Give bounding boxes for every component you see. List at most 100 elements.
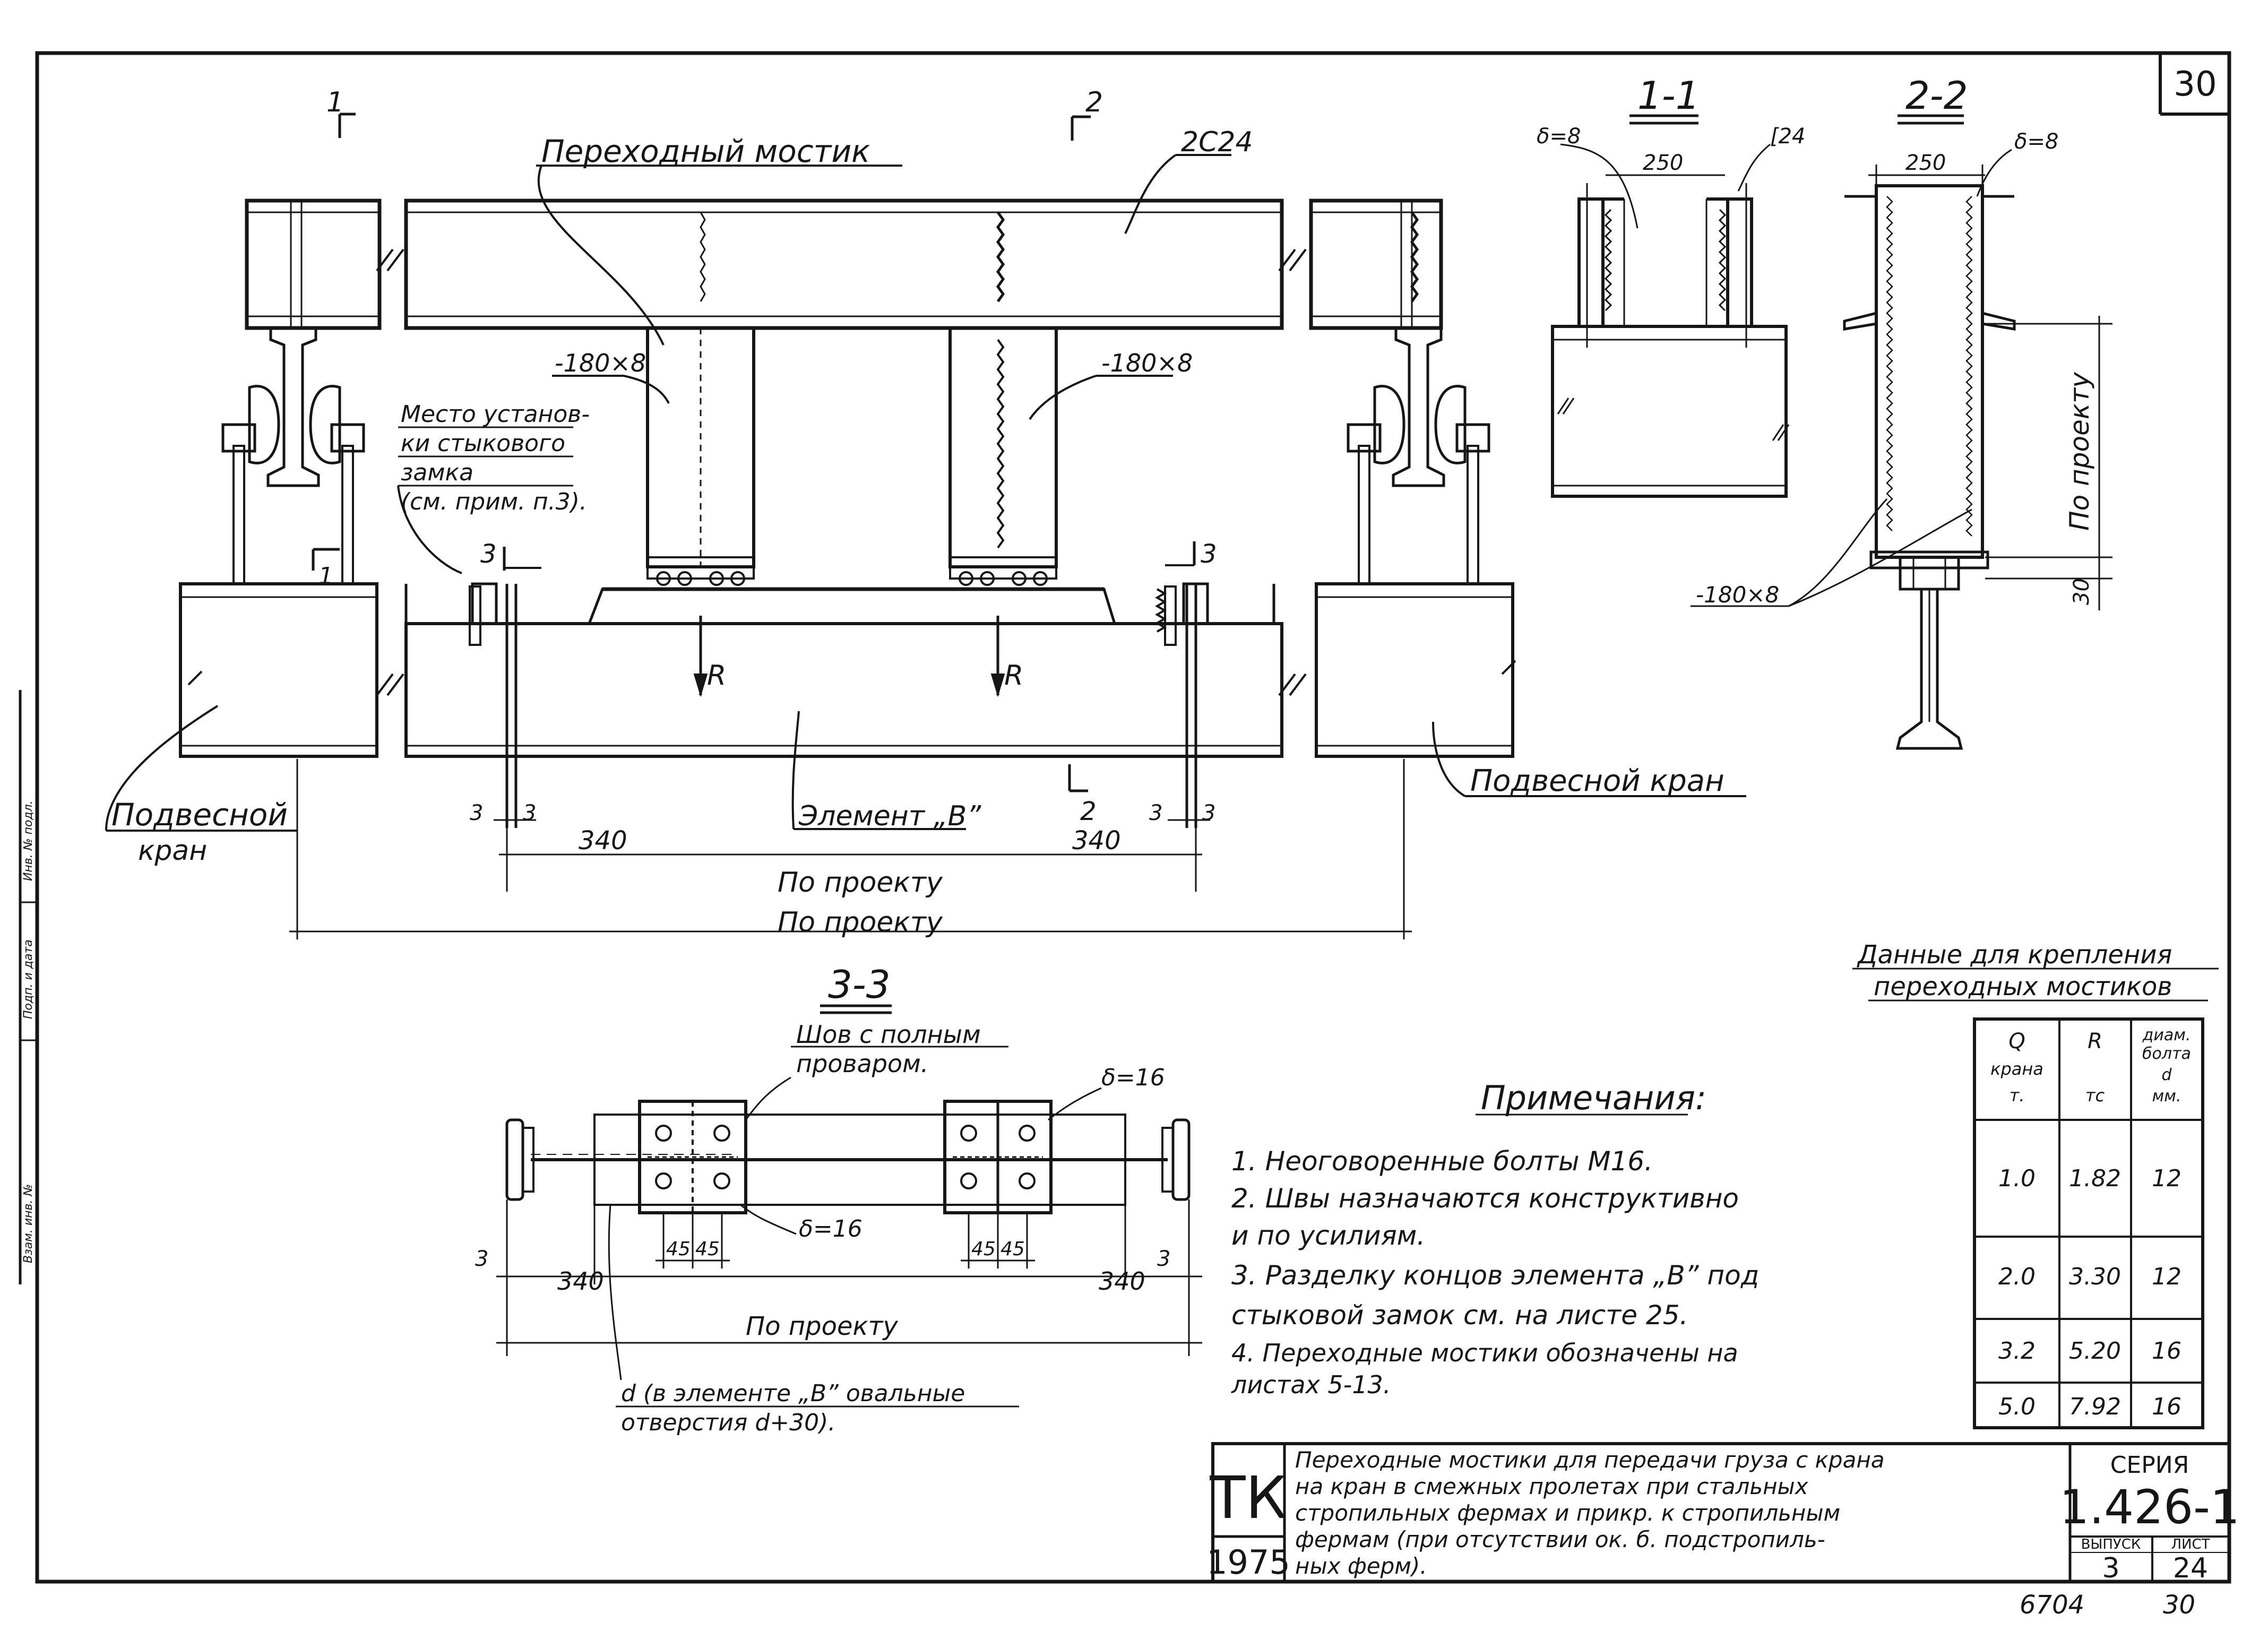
section-3-3-dim-3-right: 3 [1157, 1247, 1170, 1271]
table-cell-0-0: 1.0 [1998, 1165, 2036, 1192]
section-3-3-delta-bottom: δ=16 [799, 1215, 863, 1242]
title-desc-3: стропильных фермах и прикр. к стропильны… [1295, 1500, 1840, 1526]
title-desc-5: ных ферм). [1295, 1553, 1427, 1579]
title-desc-1: Переходные мостики для передачи груза с … [1295, 1447, 1885, 1473]
margin-stamp-1: Инв. № подл. [22, 800, 35, 881]
note-line-1: 1. Неоговоренные болты М16. [1231, 1146, 1653, 1177]
label-crane-left-2: кран [138, 835, 207, 867]
table-header-d-4: мм. [2152, 1087, 2181, 1106]
title-issue-value: 3 [2102, 1552, 2119, 1584]
dim-3-c: 3 [1149, 801, 1162, 825]
section-3-3: 3-3 Шов с полным проваром. δ=16 δ=16 [475, 962, 1202, 1436]
section-2-2-width: 250 [1905, 151, 1946, 175]
label-lock-place-4: (см. прим. п.3). [401, 488, 587, 515]
table-cell-2-2: 16 [2152, 1337, 2181, 1365]
note-line-3: и по усилиям. [1231, 1220, 1425, 1251]
archive-number: 6704 [2020, 1590, 2084, 1620]
table-cell-2-0: 3.2 [1998, 1337, 2036, 1365]
section-3-3-dim-340-right: 340 [1099, 1267, 1145, 1296]
sheet-frame: 30 [35, 51, 2231, 1584]
margin-stamp-3: Взам. инв. № [22, 1184, 35, 1263]
section-3-3-dim-45-d: 45 [1001, 1238, 1025, 1260]
label-plate-right: -180×8 [1101, 349, 1193, 377]
label-lock-place-2: ки стыкового [401, 430, 565, 457]
dim-project-inner: По проекту [778, 867, 943, 899]
label-lock-place-1: Место установ- [401, 401, 590, 428]
dim-3-b: 3 [523, 801, 536, 825]
table-cell-1-2: 12 [2152, 1263, 2181, 1290]
title-series-value: 1.426-1 [2059, 1480, 2240, 1534]
table-header-d-3: d [2161, 1066, 2172, 1084]
section-3-3-dim-project: По проекту [746, 1311, 898, 1341]
label-element-b: Элемент „В” [798, 800, 981, 832]
cut-mark-3-left: 3 [480, 539, 497, 569]
cut-mark-3-right: 3 [1201, 539, 1217, 569]
table-header-d-2: болта [2142, 1045, 2191, 1063]
title-sheet-value: 24 [2173, 1552, 2208, 1584]
note-line-6: 4. Переходные мостики обозначены на [1231, 1339, 1738, 1367]
cut-mark-2-top: 2 [1085, 87, 1103, 118]
section-3-3-hole-note-1: d (в элементе „В” овальные [621, 1380, 965, 1407]
section-3-3-delta-top: δ=16 [1101, 1064, 1165, 1091]
title-org: ТК [1209, 1464, 1287, 1532]
section-3-3-weld-2: проваром. [796, 1049, 928, 1078]
table-cell-0-1: 1.82 [2069, 1165, 2121, 1192]
label-bridge: Переходный мостик [541, 133, 870, 169]
margin-stamp-2: Подп. и дата [22, 939, 35, 1019]
table-cell-3-0: 5.0 [1998, 1393, 2036, 1420]
table-cell-0-2: 12 [2152, 1165, 2181, 1192]
section-3-3-dim-45-c: 45 [971, 1238, 996, 1260]
title-year: 1975 [1206, 1543, 1290, 1582]
section-1-1: 1-1 δ=8 250 [24 [1537, 73, 1806, 498]
table-header-r-1: R [2088, 1029, 2102, 1054]
section-3-3-title: 3-3 [828, 962, 891, 1007]
section-2-2: 2-2 250 δ=8 По проекту 30 -180×8 [1691, 73, 2112, 750]
section-1-1-channel: [24 [1770, 124, 1806, 149]
title-series-label: СЕРИЯ [2110, 1452, 2189, 1479]
label-crane-right: Подвесной кран [1470, 764, 1724, 798]
title-desc-2: на кран в смежных пролетах при стальных [1295, 1473, 1809, 1499]
table-cell-1-1: 3.30 [2069, 1263, 2121, 1290]
bridge-data-table: Данные для крепления переходных мостиков… [1852, 940, 2219, 1429]
table-title-2: переходных мостиков [1874, 972, 2172, 1002]
force-r-left: R [707, 660, 726, 692]
table-header-r-3: тс [2085, 1085, 2105, 1106]
section-2-2-by-project: По проекту [2064, 372, 2095, 531]
cut-mark-1-bottom: 1 [318, 563, 333, 590]
label-channel-2c24: 2С24 [1181, 126, 1253, 158]
section-3-3-dim-340-left: 340 [557, 1267, 604, 1296]
sheet-number-bottom: 30 [2163, 1590, 2195, 1620]
dim-340-right: 340 [1072, 826, 1121, 856]
note-line-5: стыковой замок см. на листе 25. [1231, 1300, 1688, 1331]
section-1-1-delta: δ=8 [1537, 124, 1581, 149]
table-cell-3-2: 16 [2152, 1393, 2181, 1420]
table-cell-3-1: 7.92 [2069, 1393, 2121, 1420]
force-r-right: R [1004, 660, 1023, 692]
table-header-q-1: Q [2008, 1029, 2025, 1054]
dim-project-outer: По проекту [778, 907, 943, 938]
section-2-2-plate: -180×8 [1696, 582, 1779, 608]
title-desc-4: фермам (при отсутствии ок. б. подстропил… [1295, 1526, 1825, 1552]
table-title-1: Данные для крепления [1857, 940, 2172, 970]
section-3-3-dim-45-a: 45 [666, 1238, 691, 1260]
title-block: ТК 1975 Переходные мостики для передачи … [1206, 1442, 2240, 1584]
table-header-q-3: т. [2010, 1085, 2025, 1106]
dim-340-left: 340 [579, 826, 627, 856]
notes-block: Примечания: 1. Неоговоренные болты М16. … [1231, 1078, 1759, 1399]
dim-3-a: 3 [470, 801, 483, 825]
note-line-7: листах 5-13. [1231, 1370, 1391, 1399]
cut-mark-2-bottom: 2 [1080, 797, 1097, 826]
dim-3-d: 3 [1202, 801, 1215, 825]
table-cell-1-0: 2.0 [1998, 1263, 2036, 1290]
note-line-2: 2. Швы назначаются конструктивно [1231, 1183, 1739, 1214]
section-3-3-weld-1: Шов с полным [796, 1020, 981, 1049]
table-header-d-1: диам. [2142, 1026, 2191, 1045]
margin-stamp-strip: Инв. № подл. Подп. и дата Взам. инв. № [19, 690, 38, 1284]
section-2-2-title: 2-2 [1905, 73, 1968, 118]
table-cell-2-1: 5.20 [2069, 1337, 2121, 1365]
sheet-number-top: 30 [2174, 65, 2217, 104]
section-3-3-dim-45-b: 45 [695, 1238, 720, 1260]
note-line-4: 3. Разделку концов элемента „В” под [1231, 1260, 1759, 1291]
title-sheet-label: ЛИСТ [2171, 1537, 2210, 1552]
